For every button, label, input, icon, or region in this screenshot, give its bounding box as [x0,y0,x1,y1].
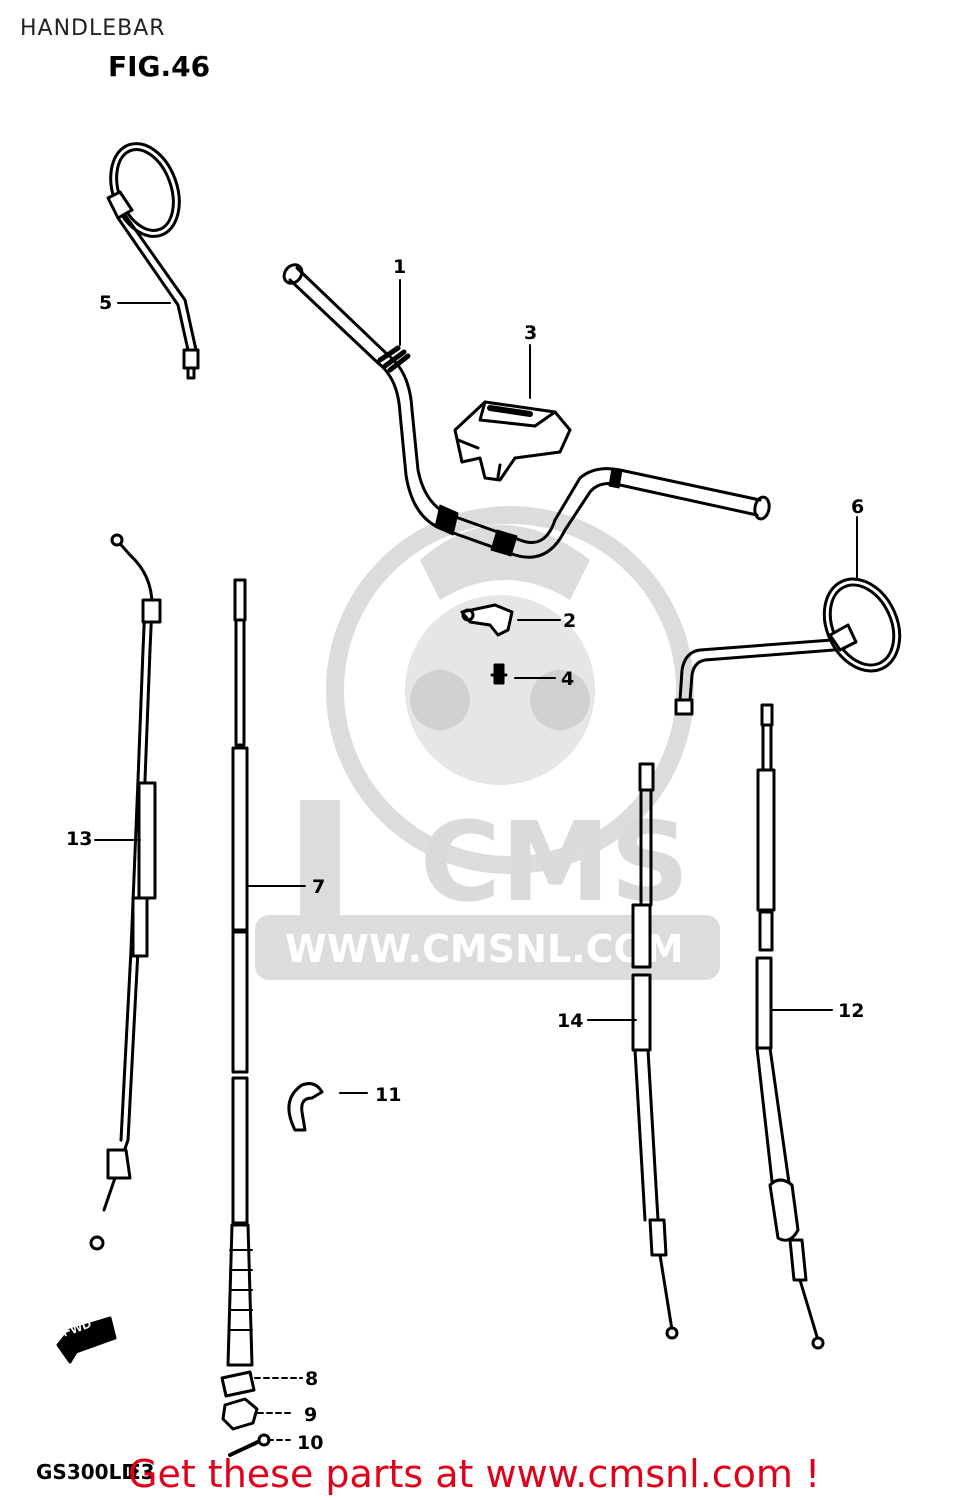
leader-lines [94,279,858,1441]
throttle-cable-part-13 [89,533,162,1251]
callout-10: 10 [297,1432,324,1454]
model-code: GS300LD [36,1460,138,1484]
handlebar-part-1 [282,263,771,559]
callout-4: 4 [561,668,575,690]
mirror-left-part-5 [106,142,200,380]
callout-1: 1 [393,256,407,278]
cable-part-14 [631,762,679,1340]
callout-3: 3 [524,322,538,344]
watermark-url: WWW.CMSNL.COM [285,927,684,971]
callout-14: 14 [557,1010,584,1032]
cable-part-12 [755,703,825,1350]
choke-cable-part-7 [226,578,254,1367]
callout-6: 6 [851,496,865,518]
nut-part-9 [221,1397,259,1431]
model-suffix: E3 [127,1460,155,1484]
callout-7: 7 [312,876,326,898]
watermark: CMS WWW.CMSNL.COM [255,506,720,980]
callout-5: 5 [99,292,113,314]
callout-12: 12 [838,1000,865,1022]
clamp-part-2 [460,603,514,637]
bolt-part-4 [490,663,508,685]
callout-13: 13 [66,828,93,850]
page-title: HANDLEBAR [20,16,166,41]
promo-link[interactable]: Get these parts at www.cmsnl.com ! [128,1452,821,1496]
forward-arrow-icon [56,1316,117,1364]
callout-11: 11 [375,1084,402,1106]
cable-clamp-part-11 [287,1082,324,1132]
figure-number: FIG.46 [108,50,211,83]
callout-2: 2 [563,610,577,632]
callout-8: 8 [305,1368,319,1390]
clip-part-10 [228,1433,271,1457]
callout-9: 9 [304,1404,318,1426]
mirror-right-part-6 [674,577,902,716]
adjuster-part-8 [220,1370,256,1398]
handlebar-holder-part-3 [453,400,572,482]
